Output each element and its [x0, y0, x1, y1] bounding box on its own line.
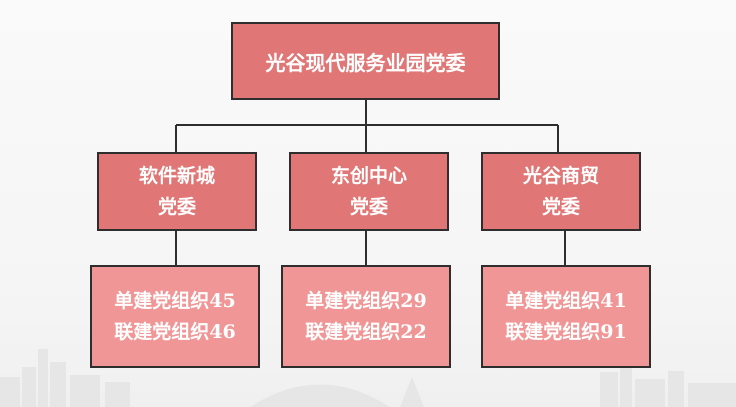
org-count-box-guanggu-commerce: 单建党组织41 联建党组织91: [481, 265, 651, 368]
committee-box-software-city: 软件新城 党委: [97, 152, 257, 231]
committee-box-guanggu-commerce: 光谷商贸 党委: [481, 152, 641, 231]
single-org-count: 单建党组织29: [305, 289, 427, 312]
committee-suffix: 党委: [541, 195, 580, 218]
committee-box-dongchuang-center: 东创中心 党委: [289, 152, 449, 231]
committee-name: 光谷商贸: [522, 164, 599, 187]
org-count-box-dongchuang-center: 单建党组织29 联建党组织22: [281, 265, 451, 368]
joint-org-count: 联建党组织91: [505, 320, 627, 343]
park-party-committee-box: 光谷现代服务业园党委: [231, 22, 500, 100]
single-org-count: 单建党组织45: [114, 289, 236, 312]
single-org-count: 单建党组织41: [505, 289, 627, 312]
joint-org-count: 联建党组织46: [114, 320, 236, 343]
org-count-box-software-city: 单建党组织45 联建党组织46: [90, 265, 260, 368]
committee-name: 东创中心: [330, 164, 407, 187]
park-party-committee-label: 光谷现代服务业园党委: [265, 50, 466, 75]
joint-org-count: 联建党组织22: [305, 320, 427, 343]
committee-suffix: 党委: [157, 195, 196, 218]
committee-suffix: 党委: [349, 195, 388, 218]
city-skyline-background: [0, 349, 736, 407]
committee-name: 软件新城: [138, 164, 215, 187]
